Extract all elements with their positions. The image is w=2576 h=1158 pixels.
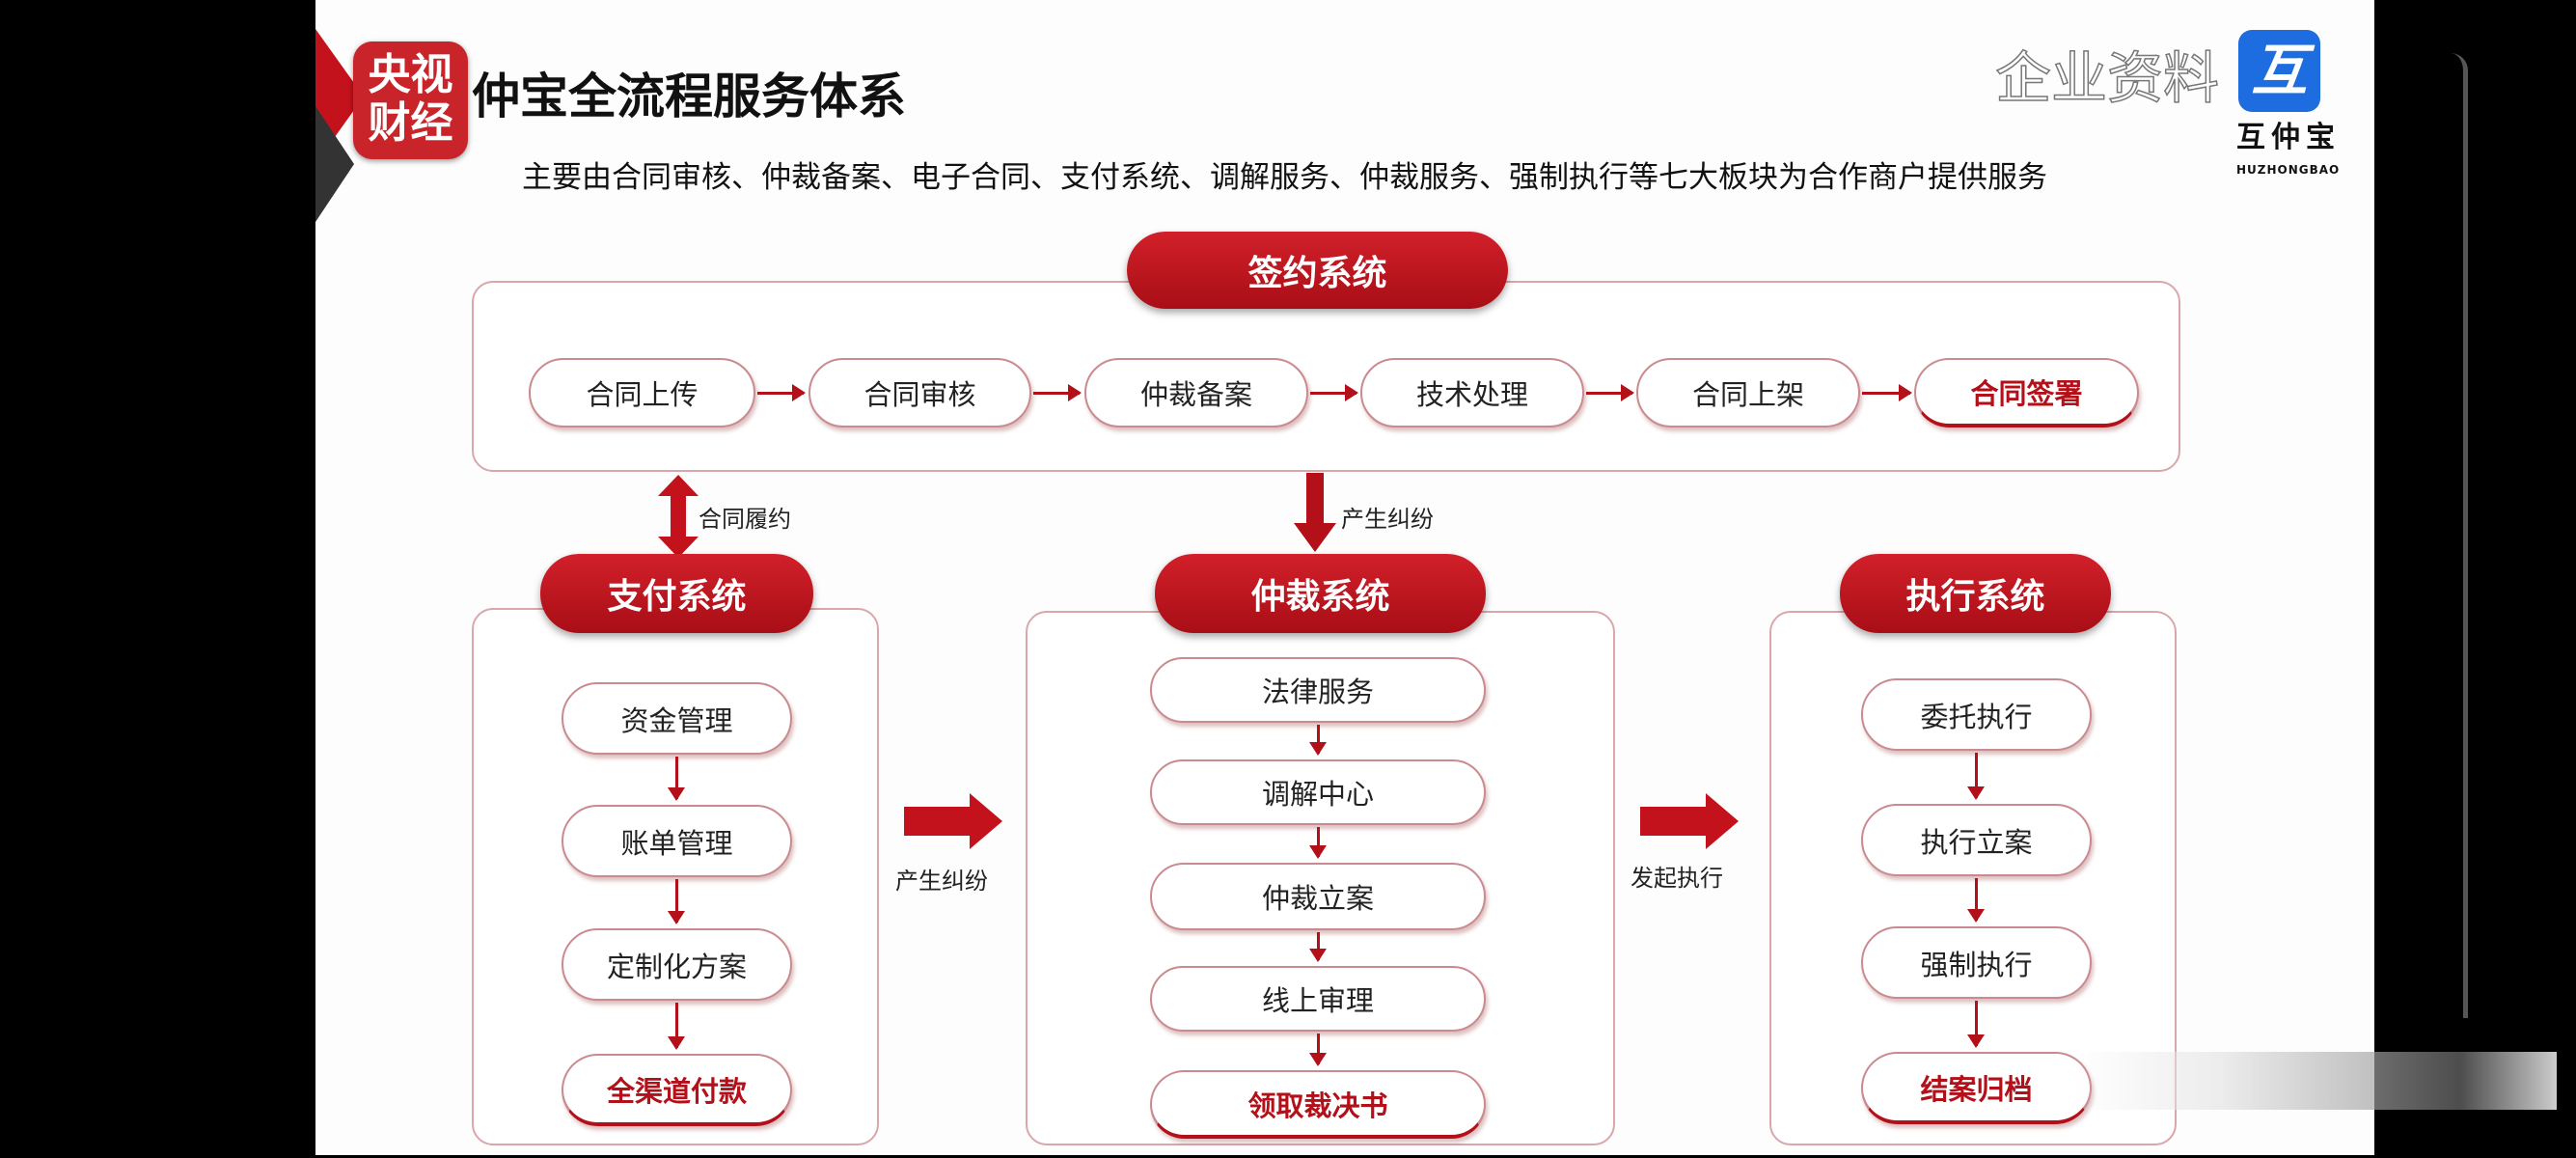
sign-system-box [472, 281, 2180, 472]
step-pill: 技术处理 [1360, 358, 1584, 427]
step-pill: 调解中心 [1150, 759, 1486, 825]
arrow-down-icon [1967, 1001, 1985, 1048]
step-pill: 合同上传 [529, 358, 755, 427]
arrow-down-icon [1309, 827, 1327, 859]
step-pill: 仲裁备案 [1084, 358, 1308, 427]
subtitle: 主要由合同审核、仲裁备案、电子合同、支付系统、调解服务、仲裁服务、强制执行等七大… [522, 160, 2047, 195]
step-pill: 定制化方案 [562, 928, 792, 1001]
step-pill: 线上审理 [1150, 966, 1486, 1032]
step-pill: 资金管理 [562, 682, 792, 755]
arrow-right-icon [1033, 384, 1082, 401]
step-pill: 强制执行 [1861, 926, 2092, 999]
arrow-down-icon [1309, 932, 1327, 962]
arrow-down-icon [668, 757, 685, 801]
arbitration-system-header: 仲裁系统 [1155, 554, 1486, 633]
motion-blur-artifact [2074, 1052, 2557, 1110]
execution-system-header: 执行系统 [1840, 554, 2111, 633]
arrow-right-icon [1586, 384, 1634, 401]
arrow-right-icon [1862, 384, 1912, 401]
step-pill-final: 结案归档 [1861, 1052, 2092, 1124]
arrow-down-icon [668, 879, 685, 924]
huzhongbao-logo-icon: 互 [2238, 30, 2320, 112]
brand-name-en: HUZHONGBAO [2236, 163, 2341, 177]
arrow-down-icon [668, 1003, 685, 1050]
sign-system-header: 签约系统 [1127, 232, 1508, 309]
brand-name: 互仲宝 [2236, 121, 2341, 154]
arrow-down-icon [1967, 753, 1985, 800]
screen-edge [2451, 53, 2468, 1018]
double-arrow-icon [658, 475, 699, 558]
step-pill: 合同上架 [1636, 358, 1860, 427]
arrow-down-icon [1309, 725, 1327, 756]
page-title: 仲宝全流程服务体系 [472, 69, 906, 124]
step-pill: 仲裁立案 [1150, 863, 1486, 930]
step-pill: 合同审核 [808, 358, 1031, 427]
step-pill-final: 合同签署 [1914, 358, 2139, 427]
big-arrow-right-icon [904, 793, 1002, 849]
arrow-down-icon [1967, 878, 1985, 923]
step-pill: 委托执行 [1861, 678, 2092, 751]
dispute-label: 产生纠纷 [1341, 506, 1434, 533]
step-pill-final: 领取裁决书 [1150, 1070, 1486, 1139]
performance-label: 合同履约 [699, 506, 791, 533]
arrow-right-icon [757, 384, 806, 401]
cctv-logo-text: 央视财经 [368, 50, 453, 148]
watermark: 企业资料 [1994, 45, 2220, 111]
dark-decoration [315, 106, 354, 222]
execute-label: 发起执行 [1631, 865, 1723, 892]
step-pill: 账单管理 [562, 805, 792, 877]
dispute-label: 产生纠纷 [895, 868, 988, 895]
arrow-right-icon [1310, 384, 1358, 401]
payment-system-header: 支付系统 [540, 554, 813, 633]
big-arrow-right-icon [1640, 793, 1739, 849]
step-pill-final: 全渠道付款 [562, 1054, 792, 1126]
arrow-down-icon [1309, 1034, 1327, 1066]
step-pill: 执行立案 [1861, 804, 2092, 876]
step-pill: 法律服务 [1150, 657, 1486, 723]
cctv-finance-logo: 央视财经 [353, 41, 468, 159]
down-arrow-icon [1294, 473, 1336, 552]
